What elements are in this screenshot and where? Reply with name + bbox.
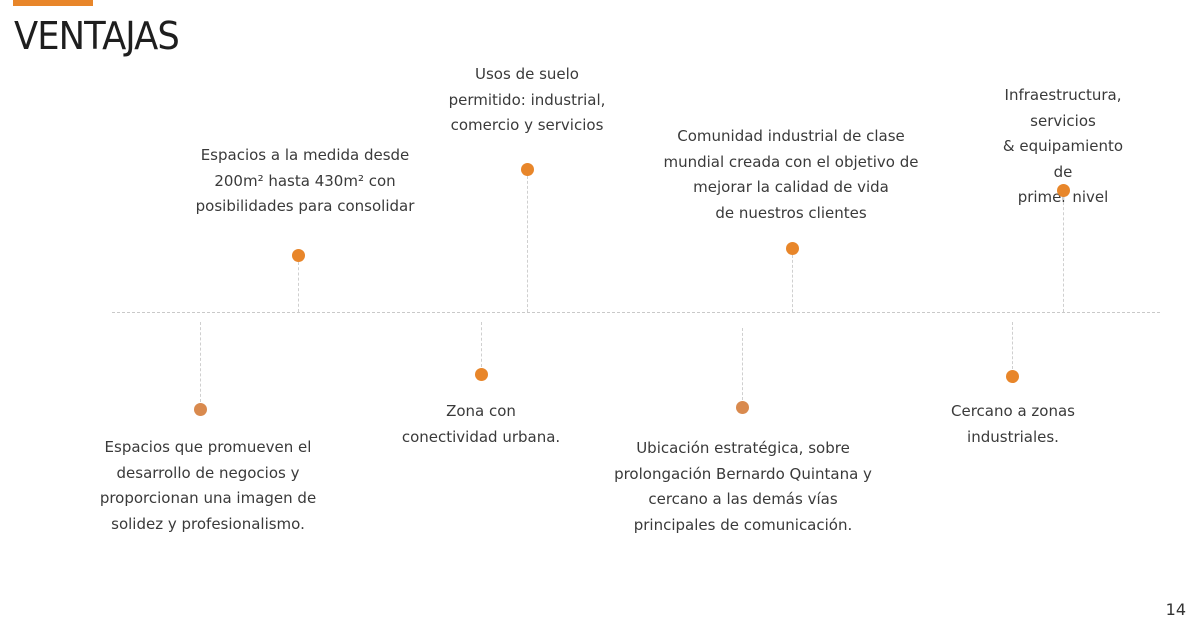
timeline-dot [735,400,749,414]
timeline-stem [1063,197,1064,312]
page-number: 14 [1165,600,1186,619]
page-title: VENTAJAS [14,14,180,58]
timeline-dot [1005,369,1019,383]
timeline-stem [527,176,528,312]
accent-bar [13,0,93,6]
timeline-label: Comunidad industrial de clase mundial cr… [663,127,919,222]
timeline-label: Zona con conectividad urbana. [401,402,561,446]
timeline-label: Usos de suelo permitido: industrial, com… [448,65,606,134]
timeline-stem [742,328,743,400]
timeline-dot [785,241,799,255]
timeline-label: Espacios que promueven el desarrollo de … [99,438,317,533]
timeline-dot [474,367,488,381]
timeline-stem [792,255,793,312]
timeline-stem [1012,322,1013,369]
timeline-label: Espacios a la medida desde 200m² hasta 4… [195,146,415,215]
timeline-label: Infraestructura, servicios & equipamient… [1002,86,1124,206]
timeline-stem [481,322,482,367]
timeline-label: Ubicación estratégica, sobre prolongació… [614,439,872,534]
timeline-label: Cercano a zonas industriales. [951,402,1075,446]
timeline-dot [291,248,305,262]
timeline-dot [1056,183,1070,197]
timeline-dot [193,402,207,416]
timeline-stem [298,262,299,312]
timeline-stem [200,322,201,402]
timeline-line [112,312,1160,313]
timeline-dot [520,162,534,176]
